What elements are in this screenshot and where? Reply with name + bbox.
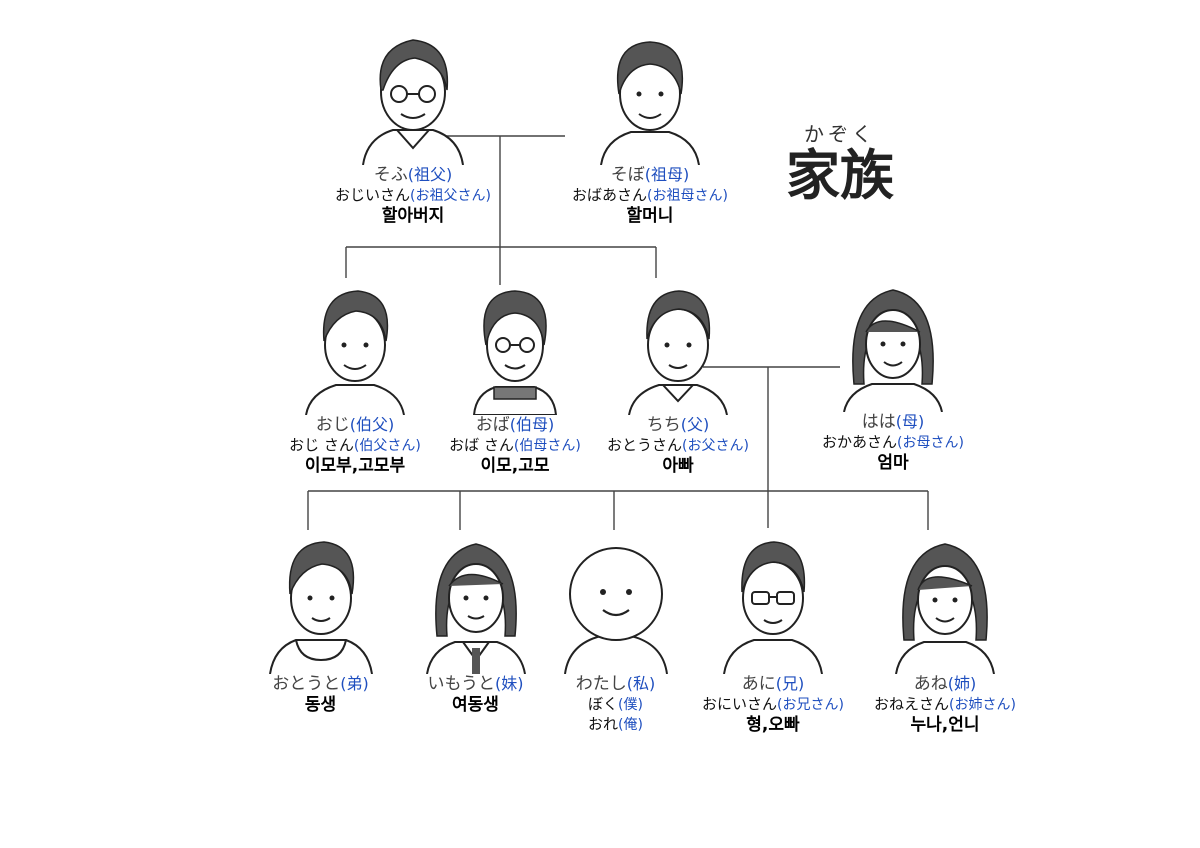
younger-brother-label: おとうと(弟) [272, 674, 369, 694]
me-blank-face-icon [563, 547, 668, 674]
older-sister-polite: おねえさん(お姉さん) [874, 695, 1016, 714]
older-brother-portrait-icon [723, 541, 823, 674]
older-sister-korean: 누나,언니 [910, 714, 980, 735]
younger-sister-korean: 여동생 [452, 695, 499, 716]
grandfather-portrait-icon [362, 39, 464, 165]
member-grandfather: そふ(祖父) おじいさん(お祖父さん) 할아버지 [318, 30, 508, 227]
grandmother-korean: 할머니 [626, 205, 674, 226]
uncle-portrait-icon [305, 290, 405, 415]
title-kanji: 家族 [786, 143, 894, 207]
member-grandmother: そぼ(祖母) おばあさん(お祖母さん) 할머니 [560, 30, 740, 227]
member-uncle: おじ(伯父) おじ さん(伯父さん) 이모부,고모부 [280, 283, 430, 477]
member-younger-brother: おとうと(弟) 동생 [248, 536, 393, 717]
younger-brother-korean: 동생 [304, 695, 337, 716]
uncle-korean: 이모부,고모부 [304, 455, 406, 476]
grandfather-polite: おじいさん(お祖父さん) [335, 186, 491, 205]
member-me: わたし(私) ぼく(僕) おれ(俺) [558, 540, 673, 734]
aunt-korean: 이모,고모 [480, 455, 550, 476]
younger-sister-portrait-icon [425, 543, 526, 674]
title-block: かぞく 家族 [770, 118, 910, 204]
grandmother-portrait-icon [600, 41, 700, 165]
member-older-brother: あに(兄) おにいさん(お兄さん) 형,오빠 [698, 536, 848, 736]
me-label: わたし(私) [575, 674, 656, 694]
member-father: ちち(父) おとうさん(お父さん) 아빠 [598, 283, 758, 477]
grandmother-polite: おばあさん(お祖母さん) [572, 186, 728, 205]
member-mother: はは(母) おかあさん(お母さん) 엄마 [808, 280, 978, 474]
mother-korean: 엄마 [877, 452, 909, 473]
title-furigana: かぞく [804, 122, 876, 146]
member-older-sister: あね(姉) おねえさん(お姉さん) 누나,언니 [860, 536, 1030, 736]
grandfather-korean: 할아버지 [381, 205, 445, 226]
father-portrait-icon [628, 290, 728, 415]
father-polite: おとうさん(お父さん) [607, 436, 749, 455]
aunt-portrait-icon [472, 290, 558, 415]
uncle-polite: おじ さん(伯父さん) [289, 436, 421, 455]
older-sister-label: あね(姉) [913, 674, 977, 694]
me-ore: おれ(俺) [588, 714, 643, 733]
older-brother-polite: おにいさん(お兄さん) [702, 695, 844, 714]
older-brother-korean: 형,오빠 [746, 714, 800, 735]
aunt-label: おば(伯母) [475, 415, 555, 435]
member-aunt: おば(伯母) おば さん(伯母さん) 이모,고모 [440, 283, 590, 477]
grandfather-label: そふ(祖父) [373, 165, 453, 185]
older-brother-label: あに(兄) [741, 674, 805, 694]
member-younger-sister: いもうと(妹) 여동생 [403, 536, 548, 717]
younger-brother-portrait-icon [268, 541, 373, 674]
older-sister-portrait-icon [895, 543, 995, 674]
grandmother-label: そぼ(祖母) [610, 165, 690, 185]
father-label: ちち(父) [646, 415, 710, 435]
uncle-label: おじ(伯父) [315, 415, 395, 435]
younger-sister-label: いもうと(妹) [427, 674, 524, 694]
mother-label: はは(母) [861, 412, 925, 432]
father-korean: 아빠 [662, 455, 694, 476]
mother-portrait-icon [843, 289, 943, 412]
mother-polite: おかあさん(お母さん) [822, 433, 964, 452]
me-boku: ぼく(僕) [588, 695, 643, 714]
aunt-polite: おば さん(伯母さん) [449, 436, 581, 455]
